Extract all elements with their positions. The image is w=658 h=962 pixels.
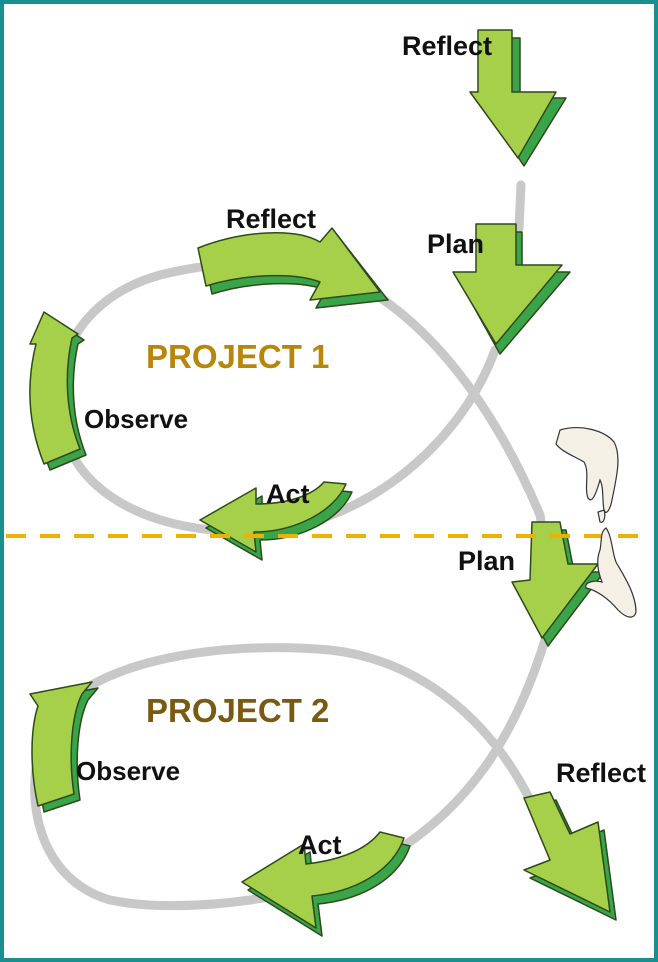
arrow-reflect-p1 — [197, 227, 389, 309]
label-reflect-bottom: Reflect — [556, 758, 646, 788]
project2-title: PROJECT 2 — [146, 692, 329, 729]
arrow-observe-p1 — [29, 311, 87, 471]
arrow-reflect-bottom — [523, 791, 617, 921]
hand-reaching-down-icon — [555, 427, 619, 523]
project1-loop-line — [54, 258, 552, 645]
hand-reaching-up-icon — [585, 527, 637, 618]
project2-loop-line — [30, 635, 550, 911]
label-act-p2: Act — [298, 830, 342, 860]
arrow-act-p1 — [199, 481, 353, 561]
label-observe-p1: Observe — [84, 404, 188, 434]
arrow-act-p2 — [241, 831, 411, 937]
label-plan-top: Plan — [427, 229, 484, 259]
project1-title: PROJECT 1 — [146, 338, 329, 375]
label-plan-p2: Plan — [458, 546, 515, 576]
label-observe-p2: Observe — [76, 756, 180, 786]
green-arrows — [29, 29, 617, 937]
arrow-reflect-top — [469, 29, 567, 167]
stage-labels: Reflect Plan Reflect Observe Act Plan Ob… — [76, 31, 646, 860]
feeder-line-top — [514, 180, 526, 233]
label-reflect-p1: Reflect — [226, 204, 316, 234]
label-reflect-top: Reflect — [402, 31, 492, 61]
arrow-plan-top — [452, 223, 571, 355]
label-act-p1: Act — [266, 479, 310, 509]
arrow-observe-p2 — [29, 681, 99, 813]
